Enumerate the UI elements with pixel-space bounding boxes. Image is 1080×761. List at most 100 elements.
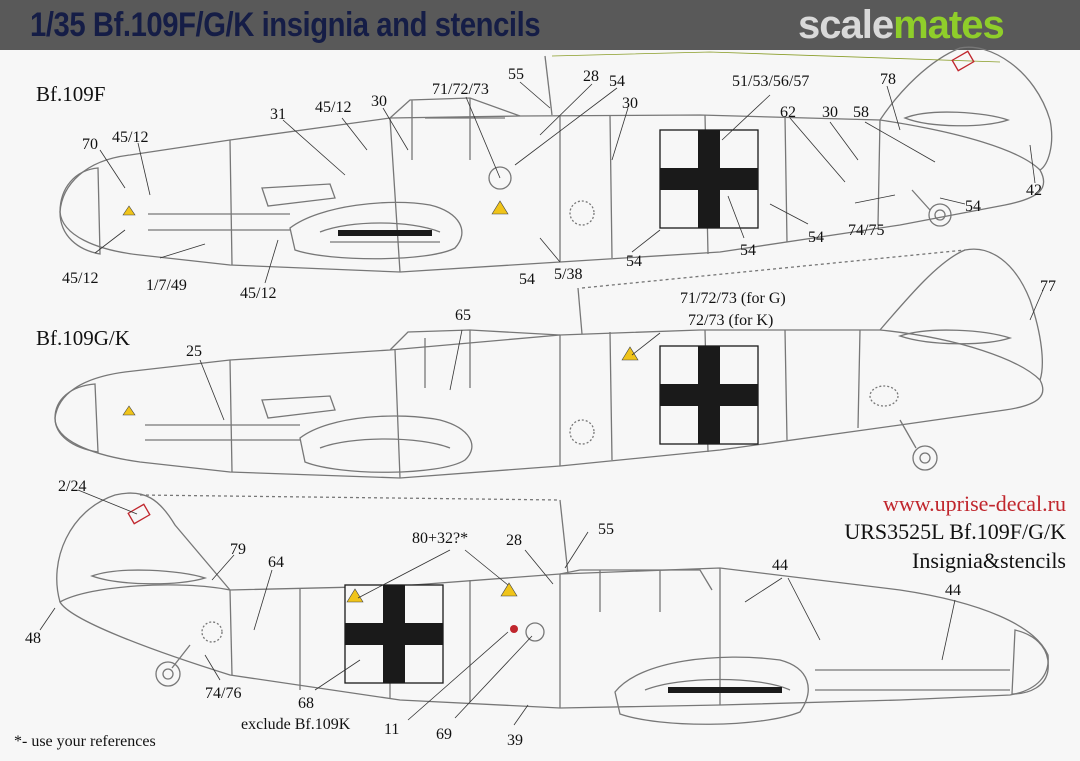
bf109gk-tailwheel-leg: [899, 419, 917, 449]
callout-gk-65: 65: [455, 307, 471, 324]
lower-wing-root: [614, 656, 809, 725]
lower-underwing-rail: [815, 669, 1010, 691]
callout-f-70: 70: [82, 136, 98, 153]
lower-canopy: [559, 569, 713, 612]
bf109f-tailplane: [903, 111, 1010, 127]
bf109f-fuselage: [59, 114, 1045, 273]
aircraft-bf109gk: [54, 248, 1044, 479]
bf109gk-balkenkreuz: [660, 346, 758, 444]
callout-l-64: 64: [268, 554, 284, 571]
lower-panel-lines: [229, 568, 721, 708]
warning-triangles: [122, 200, 639, 633]
bf109gk-fin: [879, 248, 1043, 381]
bf109gk-wing-inner: [319, 438, 451, 449]
bf109f-fin: [879, 46, 1053, 171]
bf109gk-antenna-mast: [577, 287, 583, 335]
callout-f-28: 28: [583, 68, 599, 85]
leader-lines: [39, 81, 1044, 726]
bf109gk-tailwheel: [912, 445, 938, 471]
bf109f-balkenkreuz: [660, 130, 758, 228]
bf109gk-wing-root: [299, 415, 473, 473]
callouts-lower: 2/24 79 64 48 74/76 68 exclude Bf.109K 8…: [25, 478, 961, 749]
callout-l-68: 68: [298, 695, 314, 712]
lower-balkenkreuz: [345, 585, 443, 683]
callout-gk-72-73-for-k: 72/73 (for K): [688, 312, 773, 329]
callout-f-78: 78: [880, 71, 896, 88]
bf109gk-panel-oval: [869, 385, 899, 407]
callout-l-55: 55: [598, 521, 614, 538]
lower-round-hatch: [201, 621, 223, 643]
callout-gk-25: 25: [186, 343, 202, 360]
lower-tailplane: [90, 569, 208, 585]
bf109gk-underwing-rail: [145, 424, 300, 441]
bf109f-wing-root: [289, 201, 463, 260]
product-code: URS3525L Bf.109F/G/K: [844, 519, 1066, 544]
bf109f-round-hatch: [569, 200, 595, 226]
callout-f-58: 58: [853, 104, 869, 121]
callout-l-11: 11: [384, 721, 399, 738]
callout-f-51-53-56-57: 51/53/56/57: [732, 73, 809, 90]
bf109gk-canopy: [389, 329, 561, 388]
bf109f-wing-inner: [319, 222, 441, 243]
bf109f-spinner: [59, 167, 101, 255]
callout-gk-77: 77: [1040, 278, 1056, 295]
bf109gk-round-hatch: [569, 419, 595, 445]
bf109f-tailwheel-leg: [911, 189, 931, 211]
brand-logo-scale: scale: [798, 3, 894, 47]
section-label-bf109gk: Bf.109G/K: [36, 326, 130, 350]
callout-l-69: 69: [436, 726, 452, 743]
lower-tailwheel: [155, 661, 181, 687]
callout-l-44-b: 44: [945, 582, 961, 599]
bf109f-panel-lines: [229, 114, 881, 273]
callout-l-28: 28: [506, 532, 522, 549]
bf109gk-fuselage: [54, 329, 1044, 479]
lower-fuselage: [59, 567, 1049, 709]
callout-f-54-a: 54: [609, 73, 625, 90]
callout-f-45-12-a: 45/12: [112, 129, 148, 146]
page-title: 1/35 Bf.109F/G/K insignia and stencils: [30, 6, 541, 44]
callout-f-62: 62: [780, 104, 796, 121]
upper-tail-red-mark: [951, 50, 975, 72]
callouts-bf109f: 70 45/12 31 45/12 30 71/72/73 55 28 54 3…: [62, 66, 1042, 302]
callout-l-39: 39: [507, 732, 523, 749]
product-subtitle: Insignia&stencils: [912, 548, 1066, 573]
callout-f-31: 31: [270, 106, 286, 123]
callout-f-45-12-d: 45/12: [240, 285, 276, 302]
callout-f-30-c: 30: [822, 104, 838, 121]
callout-f-5-38: 5/38: [554, 266, 582, 283]
brand-logo: scalemates: [798, 3, 1005, 48]
title-bar: [0, 0, 1080, 50]
bf109f-antenna-wire: [551, 51, 1001, 63]
callout-gk-71-72-73-for-g: 71/72/73 (for G): [680, 290, 786, 307]
callout-f-54-c: 54: [808, 229, 824, 246]
callout-f-71-72-73: 71/72/73: [432, 81, 489, 98]
lower-antenna-wire: [139, 494, 561, 501]
bf109gk-radiator: [261, 395, 336, 419]
callout-l-74-76: 74/76: [205, 685, 241, 702]
callout-l-2-24: 2/24: [58, 478, 86, 495]
brand-logo-mates: mates: [893, 3, 1005, 47]
callout-l-48: 48: [25, 630, 41, 647]
callout-f-54-d: 54: [740, 242, 756, 259]
callout-l-44-a: 44: [772, 557, 788, 574]
bf109f-underwing-rail: [148, 213, 290, 231]
lower-spinner: [1011, 629, 1049, 695]
bf109gk-panel-lines: [229, 329, 861, 479]
footnote: *- use your references: [14, 733, 156, 750]
aircraft-bf109f: [59, 46, 1053, 273]
callout-f-54-f: 54: [519, 271, 535, 288]
bf109f-stencil-circle: [488, 166, 512, 190]
callout-f-54-e: 54: [626, 253, 642, 270]
diagram-panel: [0, 50, 1080, 761]
callout-l-80-32: 80+32?*: [412, 530, 468, 547]
bf109gk-antenna-wire: [581, 249, 966, 289]
callout-f-1-7-49: 1/7/49: [146, 277, 187, 294]
callout-f-45-12-c: 45/12: [62, 270, 98, 287]
callouts-bf109gk: 65 25 71/72/73 (for G) 72/73 (for K) 77: [186, 278, 1056, 360]
callout-f-42: 42: [1026, 182, 1042, 199]
callout-f-54-b: 54: [965, 198, 981, 215]
lower-fin: [56, 492, 231, 603]
lower-stencil-circle: [525, 622, 545, 642]
callout-f-30-b: 30: [622, 95, 638, 112]
